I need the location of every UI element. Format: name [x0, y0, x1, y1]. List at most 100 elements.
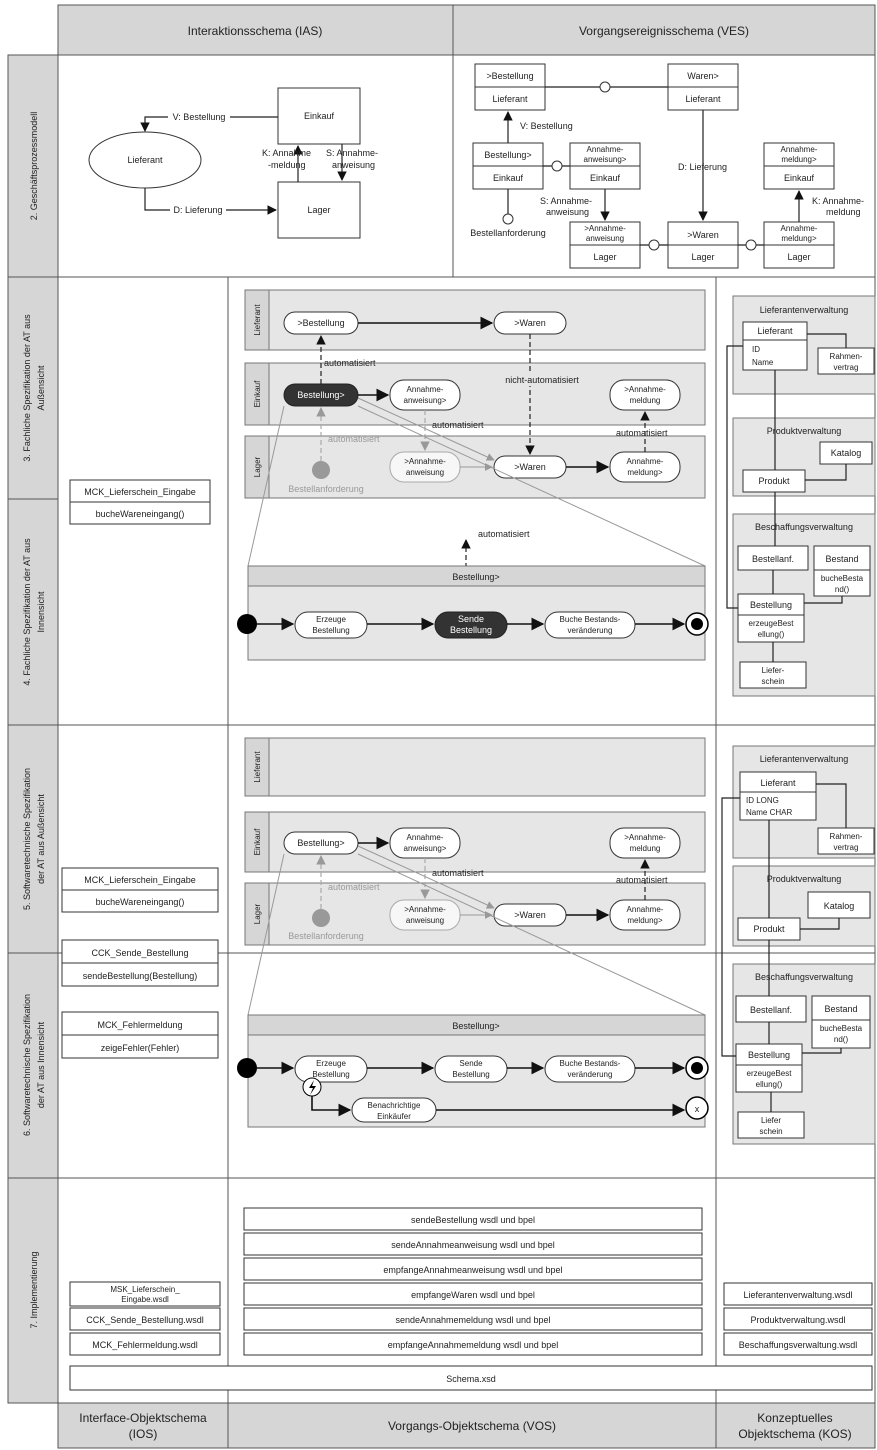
svg-text:anweisung: anweisung: [586, 234, 624, 243]
svg-text:Lieferantenverwaltung.wsdl: Lieferantenverwaltung.wsdl: [743, 1290, 852, 1300]
svg-text:Lieferantenverwaltung: Lieferantenverwaltung: [760, 754, 849, 764]
svg-text:Bestellung>: Bestellung>: [452, 572, 499, 582]
svg-text:automatisiert: automatisiert: [432, 868, 484, 878]
kos-upper: Lieferantenverwaltung Lieferant ID Name …: [726, 295, 876, 697]
svg-text:Liefer: Liefer: [761, 1116, 781, 1125]
inner-view-row4: automatisiert Bestellung> Erzeuge Bestel…: [237, 405, 709, 661]
svg-text:anweisung: anweisung: [406, 916, 444, 925]
svg-text:>Annahme-: >Annahme-: [624, 833, 666, 842]
svg-text:meldung>: meldung>: [781, 234, 817, 243]
svg-text:empfangeWaren wsdl und bpel: empfangeWaren wsdl und bpel: [411, 1290, 535, 1300]
swimlanes-row3: Lieferant Einkauf Lager >Bestellung >War…: [244, 289, 706, 499]
svg-text:veränderung: veränderung: [568, 626, 613, 635]
svg-text:anweisung: anweisung: [546, 207, 589, 217]
svg-text:Einkauf: Einkauf: [590, 173, 621, 183]
svg-text:anweisung: anweisung: [406, 468, 444, 477]
svg-text:Bestellung: Bestellung: [750, 600, 792, 610]
svg-text:Benachrichtige: Benachrichtige: [368, 1101, 421, 1110]
svg-text:Katalog: Katalog: [824, 901, 855, 911]
svg-text:V: Bestellung: V: Bestellung: [520, 121, 573, 131]
svg-text:Schema.xsd: Schema.xsd: [446, 1374, 496, 1384]
svg-text:D: Lieferung: D: Lieferung: [678, 162, 727, 172]
svg-text:Lieferant: Lieferant: [685, 94, 721, 104]
svg-text:CCK_Sende_Bestellung.wsdl: CCK_Sende_Bestellung.wsdl: [86, 1315, 204, 1325]
ios-boxes: MCK_Lieferschein_Eingabe bucheWareneinga…: [61, 479, 219, 1059]
svg-text:schein: schein: [761, 677, 784, 686]
svg-text:sendeAnnahmemeldung wsdl und b: sendeAnnahmemeldung wsdl und bpel: [395, 1315, 550, 1325]
row-label-6b: der AT aus Innensicht: [36, 1021, 46, 1108]
cancel-end-icon: x: [695, 1104, 700, 1114]
svg-text:Bestellung: Bestellung: [452, 1070, 489, 1079]
svg-text:Bestellung: Bestellung: [748, 1050, 790, 1060]
svg-text:meldung>: meldung>: [627, 916, 663, 925]
svg-text:Buche Bestands-: Buche Bestands-: [560, 615, 621, 624]
svg-text:Katalog: Katalog: [831, 448, 862, 458]
inner-view-row6: Bestellung> Erzeuge Bestellung Sende Bes…: [237, 853, 709, 1128]
svg-text:CCK_Sende_Bestellung: CCK_Sende_Bestellung: [91, 948, 188, 958]
svg-text:Waren>: Waren>: [687, 71, 718, 81]
svg-text:Produktverwaltung: Produktverwaltung: [767, 426, 842, 436]
row-label-4b: Innensicht: [36, 591, 46, 633]
svg-text:meldung: meldung: [630, 844, 661, 853]
svg-text:Bestellung: Bestellung: [312, 626, 349, 635]
svg-text:Rahmen-: Rahmen-: [830, 832, 863, 841]
svg-text:D: Lieferung: D: Lieferung: [173, 205, 222, 215]
svg-text:Lager: Lager: [307, 205, 330, 215]
svg-text:Bestellanforderung: Bestellanforderung: [470, 228, 546, 238]
svg-text:ellung(): ellung(): [756, 1080, 783, 1089]
svg-text:Name CHAR: Name CHAR: [746, 808, 792, 817]
svg-text:>Waren: >Waren: [514, 318, 545, 328]
svg-text:Bestellung>: Bestellung>: [452, 1021, 499, 1031]
svg-text:ID LONG: ID LONG: [746, 796, 779, 805]
row-label-7: 7. Implementierung: [29, 1251, 39, 1328]
svg-text:Bestellanforderung: Bestellanforderung: [288, 484, 364, 494]
svg-text:Lieferantenverwaltung: Lieferantenverwaltung: [760, 305, 849, 315]
svg-text:Beschaffungsverwaltung: Beschaffungsverwaltung: [755, 972, 853, 982]
svg-text:automatisiert: automatisiert: [478, 529, 530, 539]
svg-text:-meldung: -meldung: [268, 160, 306, 170]
header-kos-line2: Objektschema (KOS): [738, 1427, 851, 1441]
row-label-4a: 4. Fachliche Spezifikation der AT aus: [22, 538, 32, 686]
svg-text:Erzeuge: Erzeuge: [316, 1059, 346, 1068]
svg-text:Lager: Lager: [253, 456, 262, 477]
svg-text:vertrag: vertrag: [834, 843, 859, 852]
svg-text:meldung>: meldung>: [627, 468, 663, 477]
svg-text:Rahmen-: Rahmen-: [830, 352, 863, 361]
swimlanes-row5: Lieferant Einkauf Lager Bestellung> Anna…: [244, 737, 706, 946]
svg-text:Produkt: Produkt: [753, 924, 785, 934]
svg-text:sendeAnnahmeanweisung wsdl und: sendeAnnahmeanweisung wsdl und bpel: [391, 1240, 555, 1250]
svg-text:empfangeAnnahmeanweisung wsdl: empfangeAnnahmeanweisung wsdl und bpel: [383, 1265, 562, 1275]
svg-text:>Annahme-: >Annahme-: [624, 385, 666, 394]
svg-text:Lieferant: Lieferant: [760, 778, 796, 788]
row-labels: 2. Geschäftsprozessmodell 3. Fachliche S…: [7, 54, 59, 1404]
svg-text:anweisung>: anweisung>: [404, 396, 447, 405]
header-ias: Interaktionsschema (IAS): [188, 24, 323, 38]
svg-text:Liefer-: Liefer-: [762, 666, 785, 675]
svg-text:automatisiert: automatisiert: [616, 428, 668, 438]
svg-text:Bestellung>: Bestellung>: [297, 390, 344, 400]
svg-text:MCK_Fehlermeldung.wsdl: MCK_Fehlermeldung.wsdl: [92, 1340, 198, 1350]
ves-diagram: >Bestellung Lieferant Waren> Lieferant B…: [470, 63, 864, 269]
header-ios-line2: (IOS): [129, 1427, 158, 1441]
svg-text:bucheBesta: bucheBesta: [820, 1024, 863, 1033]
svg-text:Annahme-: Annahme-: [627, 905, 664, 914]
svg-text:Beschaffungsverwaltung: Beschaffungsverwaltung: [755, 522, 853, 532]
svg-text:Lieferant: Lieferant: [127, 155, 163, 165]
svg-text:Annahme-: Annahme-: [781, 224, 818, 233]
svg-text:veränderung: veränderung: [568, 1070, 613, 1079]
svg-text:sendeBestellung wsdl und bpel: sendeBestellung wsdl und bpel: [411, 1215, 535, 1225]
svg-text:Bestand: Bestand: [824, 1004, 857, 1014]
svg-text:Einkauf: Einkauf: [784, 173, 815, 183]
row-label-2: 2. Geschäftsprozessmodell: [29, 112, 39, 221]
row-label-3b: Außensicht: [36, 365, 46, 411]
svg-text:Lieferant: Lieferant: [492, 94, 528, 104]
svg-text:Lieferant: Lieferant: [253, 751, 262, 783]
svg-text:Bestellung>: Bestellung>: [297, 838, 344, 848]
svg-text:MCK_Fehlermeldung: MCK_Fehlermeldung: [97, 1020, 182, 1030]
svg-text:meldung>: meldung>: [781, 155, 817, 164]
svg-text:automatisiert: automatisiert: [324, 358, 376, 368]
svg-text:schein: schein: [759, 1127, 782, 1136]
svg-text:Lager: Lager: [593, 252, 616, 262]
svg-text:>Waren: >Waren: [514, 910, 545, 920]
svg-text:Bestellanforderung: Bestellanforderung: [288, 931, 364, 941]
